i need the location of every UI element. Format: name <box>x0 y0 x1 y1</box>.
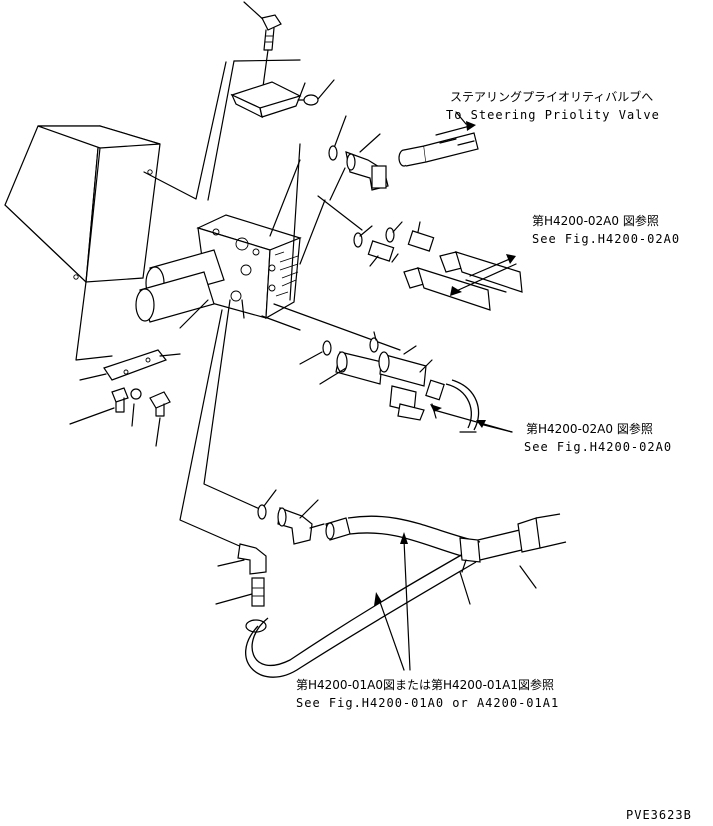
solenoid-cylinders <box>135 249 225 323</box>
callout-ref2-en: See Fig.H4200-02A0 <box>524 440 673 454</box>
middle-fittings-lower <box>299 331 513 433</box>
top-bracket <box>207 59 335 201</box>
lower-hose-route <box>179 299 325 633</box>
callout-ref2-jp: 第H4200-02A0 図参照 <box>526 422 653 436</box>
callout-ref1-jp: 第H4200-02A0 図参照 <box>532 214 659 228</box>
lower-bracket <box>69 281 181 447</box>
callout-steering-en: To Steering Priolity Valve <box>446 108 660 122</box>
top-bolt <box>243 1 282 95</box>
middle-fittings-upper <box>317 195 523 311</box>
callout-ref1-en: See Fig.H4200-02A0 <box>532 232 681 246</box>
callout-ref3-en: See Fig.H4200-01A0 or A4200-01A1 <box>296 696 560 710</box>
return-hose <box>245 513 567 678</box>
valve-block <box>196 214 302 320</box>
valve-cover <box>4 125 161 284</box>
callout-ref3-jp: 第H4200-01A0図または第H4200-01A1図参照 <box>296 678 555 692</box>
drawing-code: PVE3623B <box>626 808 692 822</box>
top-fittings <box>328 111 479 191</box>
callout-steering-jp: ステアリングプライオリティバルブへ <box>450 90 654 104</box>
